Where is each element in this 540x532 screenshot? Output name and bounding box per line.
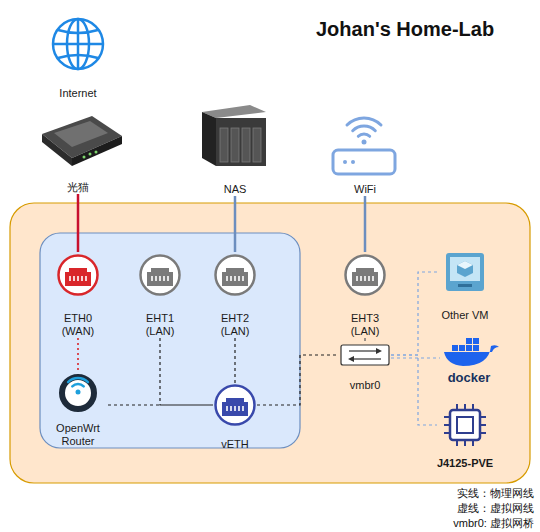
node-label: vETH [221,438,249,451]
node-label: ETH0 (WAN) [56,312,100,338]
port-icon [141,256,180,295]
node-label: vmbr0 [350,379,381,392]
port-node: ETH0 (WAN) [56,252,100,338]
node-label: OpenWrt Router [48,422,108,448]
physical-cable [77,194,80,252]
virtual-cable [257,355,339,405]
bridge-node: vmbr0 [339,344,391,392]
wifi-node: WiFi [330,108,400,196]
port-icon [216,386,255,425]
openwrt-icon [62,377,94,409]
router-group [40,233,300,448]
nas-icon [202,105,266,166]
virtual-cable [160,338,213,405]
host-band [10,203,530,483]
physical-cable [234,196,237,252]
node-label: EHT1 (LAN) [138,312,182,338]
nas-node: NAS [195,100,275,196]
legend: 实线：物理网线虚线：虚拟网线 vmbr0: 虚拟网桥 [453,486,534,531]
node-label: NAS [224,183,247,196]
legend-text: vmbr0: 虚拟网桥 [453,517,534,529]
legend-text: 实线：物理网线 [457,487,534,499]
legend-row: 虚线：虚拟网线 [453,501,534,516]
docker-node: docker [440,336,498,384]
virtual-cable [77,338,79,372]
node-label: WiFi [354,183,376,196]
node-label: J4125-PVE [437,457,493,470]
port-node: EHT2 (LAN) [213,252,257,338]
legend-row: 实线：物理网线 [453,486,534,501]
node-label: EHT3 (LAN) [343,312,387,338]
wifi-router-icon [333,118,395,174]
internet-node: Internet [45,12,111,100]
port-icon [346,256,385,295]
node-label: EHT2 (LAN) [213,312,257,338]
node-label: docker [448,371,491,384]
virtual-cable [234,338,235,383]
legend-row: vmbr0: 虚拟网桥 [453,516,534,531]
physical-cable [364,196,367,252]
vm-node: Other VM [439,250,491,322]
docker-logo [444,338,499,366]
port-icon [216,256,255,295]
virtual-cable [391,355,437,425]
port-node: EHT1 (LAN) [138,252,182,338]
diagram-title: Johan's Home-Lab [316,18,494,41]
host-node: J4125-PVE [437,403,493,470]
legend-text: 虚线：虚拟网线 [457,502,534,514]
node-label: Internet [59,87,96,100]
modem-icon [42,116,122,166]
bridge-icon [341,345,389,365]
modem-node: 光猫 [40,108,116,194]
virtual-cable [364,338,365,344]
globe-icon [53,19,103,69]
virtual-cable [391,272,439,355]
cpu-icon [444,404,486,446]
node-label: 光猫 [67,181,89,194]
router-node: OpenWrt Router [48,372,108,448]
virtual-cable [108,404,213,405]
port-node: vETH [213,383,257,451]
node-label: Other VM [441,309,488,322]
port-node: EHT3 (LAN) [343,252,387,338]
virtual-cable [391,357,440,358]
port-icon [59,256,98,295]
vm-icon [446,253,484,291]
